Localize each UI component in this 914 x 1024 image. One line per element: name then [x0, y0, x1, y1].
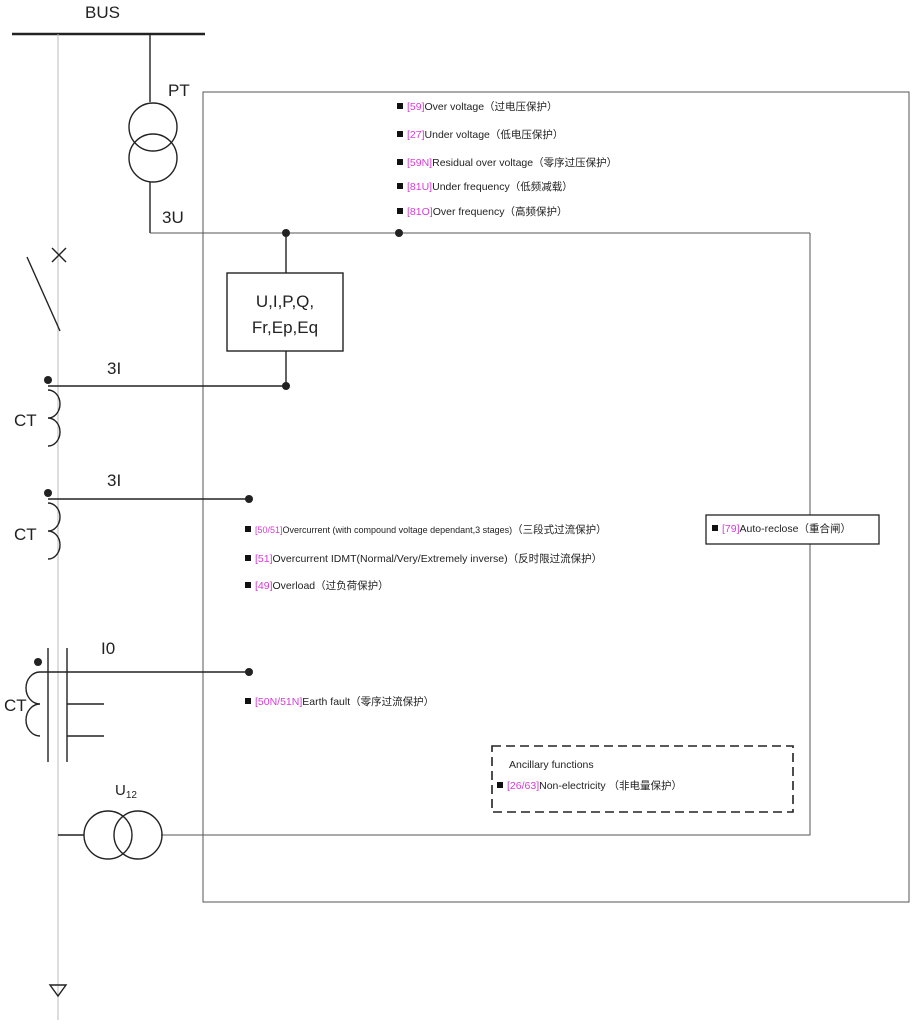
- ct3-polarity-dot: [34, 658, 42, 666]
- svg-text:[59N]Residual over voltage（零序过: [59N]Residual over voltage（零序过压保护）: [407, 156, 617, 169]
- bullet-icon: [245, 698, 251, 704]
- breaker-contact: [26, 256, 61, 332]
- svg-text:[50N/51N]Earth fault（零序过流保护）: [50N/51N]Earth fault（零序过流保护）: [255, 695, 434, 708]
- svg-text:[49]Overload（过负荷保护）: [49]Overload（过负荷保护）: [255, 579, 389, 592]
- auto-reclose-function: [79]Auto-reclose（重合闸）: [712, 522, 851, 535]
- svg-text:[81U]Under frequency（低频减载）: [81U]Under frequency（低频减载）: [407, 180, 573, 193]
- svg-text:[50/51]Overcurrent (with compo: [50/51]Overcurrent (with compound voltag…: [255, 523, 607, 536]
- function-item: [59N]Residual over voltage（零序过压保护）: [397, 156, 617, 169]
- bullet-icon: [397, 131, 403, 137]
- function-item: [81U]Under frequency（低频减载）: [397, 180, 573, 193]
- ct1-coil: [47, 389, 61, 447]
- ground-symbol: [48, 984, 68, 998]
- bullet-icon: [712, 525, 718, 531]
- measurement-box: [226, 272, 344, 352]
- ct3-coil: [25, 671, 41, 737]
- ct2-polarity-dot: [44, 489, 52, 497]
- bullet-icon: [397, 208, 403, 214]
- junction-dot-ct3: [245, 668, 253, 676]
- ct1-polarity-dot: [44, 376, 52, 384]
- measure-text-line1: U,I,P,Q,: [256, 292, 314, 311]
- function-item: [59]Over voltage（过电压保护）: [397, 100, 558, 113]
- ct1-label: CT: [14, 411, 37, 430]
- svg-text:[27]Under voltage（低电压保护）: [27]Under voltage（低电压保护）: [407, 128, 563, 141]
- relay-inner-frame: [161, 233, 811, 836]
- svg-text:[26/63]Non-electricity （非电量保护）: [26/63]Non-electricity （非电量保护）: [507, 779, 682, 792]
- bullet-icon: [397, 183, 403, 189]
- junction-dot-voltage-functions: [395, 229, 403, 237]
- three-i-label-1: 3I: [107, 359, 121, 378]
- measure-text-line2: Fr,Ep,Eq: [252, 318, 318, 337]
- bullet-icon: [497, 782, 503, 788]
- bullet-icon: [245, 555, 251, 561]
- earth-fault-function: [50N/51N]Earth fault（零序过流保护）: [245, 695, 434, 708]
- pt-label: PT: [168, 81, 190, 100]
- function-item: [27]Under voltage（低电压保护）: [397, 128, 563, 141]
- function-item: [81O]Over frequency（高频保护）: [397, 205, 567, 218]
- svg-text:[51]Overcurrent IDMT(Normal/Ve: [51]Overcurrent IDMT(Normal/Very/Extreme…: [255, 552, 602, 565]
- bus-label: BUS: [85, 3, 120, 22]
- breaker-mark-b: [51, 247, 67, 263]
- ct2-coil: [47, 502, 61, 560]
- svg-text:[59]Over voltage（过电压保护）: [59]Over voltage（过电压保护）: [407, 100, 558, 113]
- relay-outer-box: [202, 91, 910, 903]
- ct2-label: CT: [14, 525, 37, 544]
- junction-dot-ct2: [245, 495, 253, 503]
- pt-coil-lower: [128, 133, 178, 183]
- pt-coil-upper: [128, 102, 178, 152]
- bullet-icon: [397, 103, 403, 109]
- junction-dot-ct1: [282, 382, 290, 390]
- three-u-label: 3U: [162, 208, 184, 227]
- svg-text:[81O]Over frequency（高频保护）: [81O]Over frequency（高频保护）: [407, 205, 567, 218]
- svg-text:[79]Auto-reclose（重合闸）: [79]Auto-reclose（重合闸）: [722, 522, 851, 535]
- u12-coil-left: [83, 810, 133, 860]
- function-item: [49]Overload（过负荷保护）: [245, 579, 389, 592]
- ct3-label: CT: [4, 696, 27, 715]
- non-electricity-function: [26/63]Non-electricity （非电量保护）: [497, 779, 682, 792]
- function-item: [50/51]Overcurrent (with compound voltag…: [245, 523, 607, 536]
- u12-coil-right: [113, 810, 163, 860]
- bullet-icon: [397, 159, 403, 165]
- bullet-icon: [245, 582, 251, 588]
- ancillary-functions-box: [491, 745, 794, 813]
- u12-label: U12: [115, 782, 137, 801]
- auto-reclose-box: [705, 514, 880, 545]
- three-i-label-2: 3I: [107, 471, 121, 490]
- ancillary-title: Ancillary functions: [509, 759, 594, 771]
- bullet-icon: [245, 526, 251, 532]
- current-function-list: [50/51]Overcurrent (with compound voltag…: [245, 523, 607, 592]
- voltage-function-list: [59]Over voltage（过电压保护） [27]Under voltag…: [397, 100, 617, 218]
- function-item: [51]Overcurrent IDMT(Normal/Very/Extreme…: [245, 552, 602, 565]
- i0-label: I0: [101, 639, 115, 658]
